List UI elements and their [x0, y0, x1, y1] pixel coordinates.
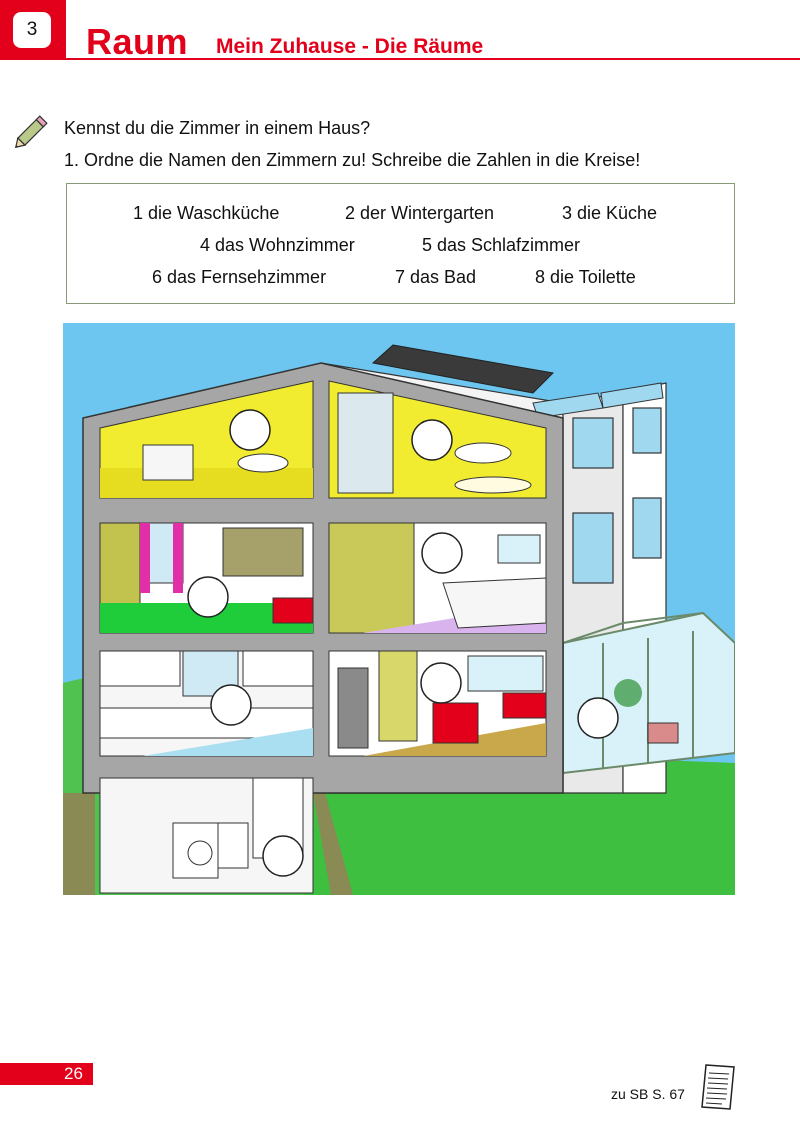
textbook-reference: zu SB S. 67: [611, 1086, 685, 1102]
word-item: 7 das Bad: [395, 267, 477, 287]
worksheet-icon: [701, 1064, 735, 1110]
answer-circle: [187, 576, 229, 618]
word-item: 1 die Waschküche: [133, 203, 280, 223]
answer-circle: [421, 532, 463, 574]
intro-question: Kennst du die Zimmer in einem Haus?: [64, 118, 371, 138]
chapter-number-badge: 3: [13, 12, 51, 48]
house-illustration: [63, 323, 735, 895]
answer-circle: [262, 835, 304, 877]
header-rule: [66, 58, 800, 60]
answer-circle: [229, 409, 271, 451]
answer-circle: [411, 419, 453, 461]
task-instruction: 1. Ordne die Namen den Zimmern zu! Schre…: [64, 150, 641, 170]
page-topic: Raum: [86, 21, 189, 62]
word-item: 5 das Schlafzimmer: [422, 235, 581, 255]
word-box: 1 die Waschküche 2 der Wintergarten 3 di…: [66, 183, 735, 304]
answer-circle: [210, 684, 252, 726]
word-item: 4 das Wohnzimmer: [200, 235, 355, 255]
word-item: 8 die Toilette: [535, 267, 636, 287]
answer-circle: [420, 662, 462, 704]
word-item: 6 das Fernsehzimmer: [152, 267, 327, 287]
word-item: 3 die Küche: [562, 203, 658, 223]
page-number: 26: [64, 1064, 83, 1083]
word-item: 2 der Wintergarten: [345, 203, 495, 223]
page-number-bar: [0, 1063, 93, 1085]
page-subtopic: Mein Zuhause - Die Räume: [216, 35, 484, 58]
answer-circle: [577, 697, 619, 739]
pencil-icon: [14, 115, 48, 149]
